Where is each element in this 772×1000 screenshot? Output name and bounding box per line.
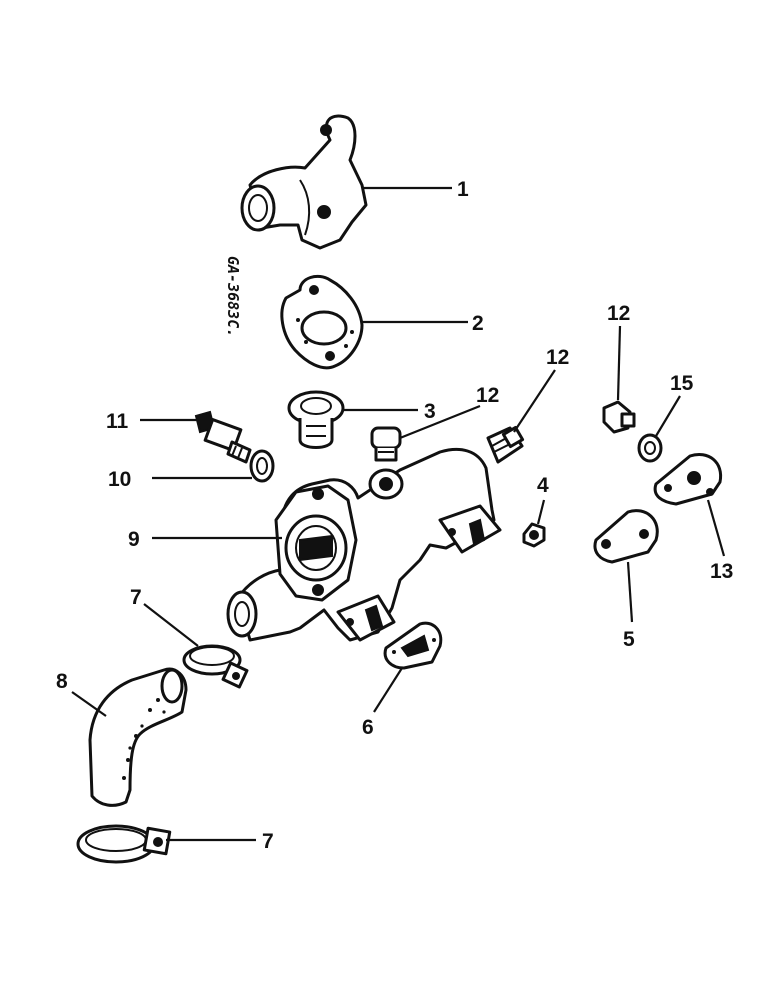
part-3-thermostat	[287, 390, 345, 449]
leader-5	[626, 561, 634, 623]
callout-3: 3	[424, 400, 436, 423]
callout-12-fitting: 12	[546, 346, 569, 369]
callout-7-lower: 7	[262, 830, 274, 853]
part-8-hose	[88, 667, 188, 807]
part-13-cover-plate	[653, 453, 723, 506]
callout-5: 5	[623, 628, 635, 651]
drawing-code: GA-3683C.	[224, 256, 242, 337]
part-12-hex-fitting	[602, 400, 636, 434]
callout-13: 13	[710, 560, 733, 583]
callout-10: 10	[108, 468, 131, 491]
part-9-housing	[226, 447, 502, 642]
leader-7-upper	[143, 603, 199, 647]
leader-15	[655, 395, 681, 437]
leader-4	[536, 499, 546, 525]
callout-4: 4	[537, 474, 549, 497]
part-15-washer	[637, 433, 663, 463]
part-7-hose-clamp-lower	[76, 824, 172, 864]
leader-12-fitting	[513, 369, 556, 433]
callout-12-hex: 12	[607, 302, 630, 325]
callout-12-plug: 12	[476, 384, 499, 407]
part-6-gasket	[383, 621, 443, 670]
part-12-plug	[370, 426, 402, 462]
leader-8	[71, 691, 107, 717]
part-12-fitting	[486, 425, 525, 464]
part-1-water-outlet-elbow	[240, 114, 368, 250]
leader-12-hex	[616, 325, 622, 401]
part-11-temperature-sender	[194, 410, 252, 464]
callout-15: 15	[670, 372, 694, 395]
leader-6	[373, 667, 403, 713]
callout-6: 6	[362, 716, 374, 739]
callout-9: 9	[128, 528, 140, 551]
leader-12-plug	[399, 404, 481, 440]
part-5-cover-plate	[593, 509, 659, 564]
callout-8: 8	[56, 670, 68, 693]
part-10-washer	[249, 449, 275, 483]
callout-1: 1	[457, 178, 469, 201]
part-2-gasket	[280, 274, 364, 370]
callout-7-upper: 7	[130, 586, 142, 609]
part-4-nut	[522, 522, 546, 548]
callout-11: 11	[106, 410, 129, 433]
part-7-hose-clamp-upper	[182, 644, 249, 689]
leader-13	[706, 499, 726, 557]
callout-2: 2	[472, 312, 484, 335]
